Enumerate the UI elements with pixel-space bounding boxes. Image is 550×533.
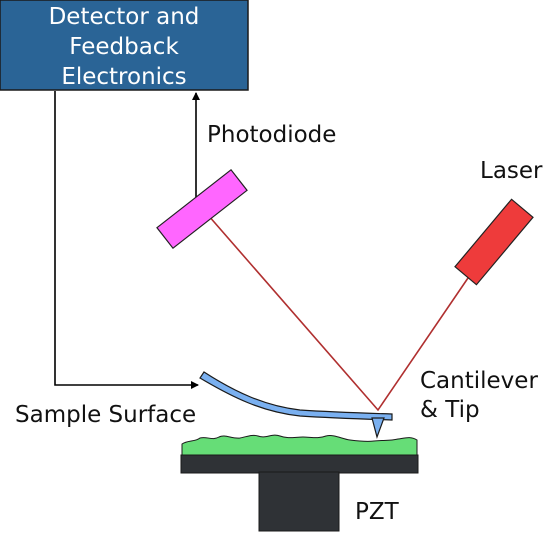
laser-beam [207,214,469,412]
laser-label: Laser [480,158,543,184]
photodiode-label: Photodiode [207,122,336,148]
sample-surface-label: Sample Surface [15,402,196,428]
pzt-label: PZT [355,499,400,525]
feedback-arrow [54,91,199,389]
detector-box-line-3: Electronics [61,64,186,90]
pzt-scanner [258,471,340,532]
sample-surface [181,434,418,456]
cantilever-label-line-1: Cantilever [420,368,538,394]
detector-box-line-2: Feedback [69,34,179,60]
photodiode-sensor [156,168,248,250]
detector-box: Detector and Feedback Electronics [0,0,249,91]
laser-source [454,198,534,286]
detector-box-line-1: Detector and [49,4,200,30]
cantilever [199,371,393,421]
cantilever-tip [371,417,385,439]
detector-box-rect [0,0,249,91]
cantilever-label-line-2: & Tip [420,397,480,423]
sample-stage-plate [180,454,419,474]
